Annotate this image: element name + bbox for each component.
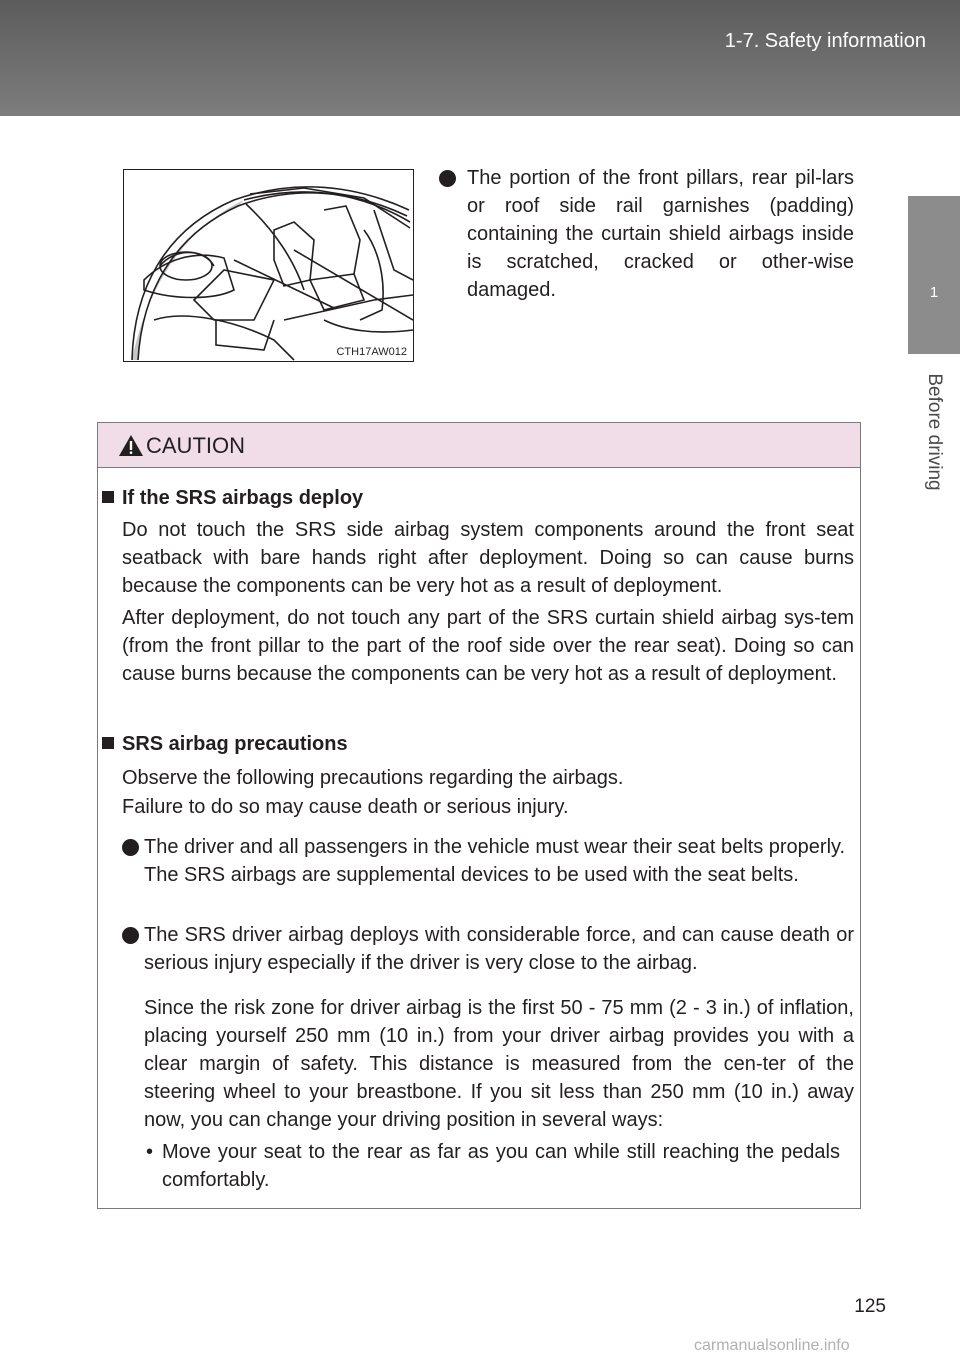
caution-title: CAUTION (146, 433, 245, 458)
top-bullet-text: The portion of the front pillars, rear p… (467, 167, 854, 301)
section-heading-airbags-deploy: If the SRS airbags deploy (102, 484, 858, 512)
intro-line: Failure to do so may cause death or seri… (122, 796, 569, 818)
chapter-number: 1 (929, 284, 939, 301)
paragraph: After deployment, do not touch any part … (122, 607, 854, 685)
car-interior-curtain-airbag-illustration (131, 186, 413, 361)
car-interior-illustration: CTH17AW012 (123, 169, 414, 362)
chapter-tab: 1 (908, 196, 960, 354)
section-heading-airbag-precautions: SRS airbag precautions (102, 730, 858, 758)
list-item: The driver and all passengers in the veh… (122, 833, 854, 889)
square-bullet-icon (102, 737, 114, 749)
caution-box: CAUTION If the SRS airbags deploy Do not… (97, 422, 861, 1209)
section-title: 1-7. Safety information (724, 30, 926, 52)
sub-list-item: • Move your seat to the rear as far as y… (144, 1138, 854, 1194)
illustration-code: CTH17AW012 (334, 346, 409, 358)
page-number: 125 (854, 1296, 886, 1317)
top-bullet-item: The portion of the front pillars, rear p… (439, 164, 854, 304)
watermark: carmanualsonline.info (694, 1337, 850, 1354)
bullet-dot-icon (122, 927, 139, 944)
bullet-dot-icon (439, 170, 456, 187)
bullet-dot-icon (122, 839, 139, 856)
page-header: 1-7. Safety information (0, 0, 960, 116)
square-bullet-icon (102, 491, 114, 503)
list-item: The SRS driver airbag deploys with consi… (122, 921, 854, 977)
intro-line: Observe the following precautions regard… (122, 767, 624, 789)
paragraph: Since the risk zone for driver airbag is… (144, 997, 854, 1131)
warning-triangle-icon (119, 435, 143, 456)
chapter-label: Before driving (924, 373, 945, 491)
sub-bullet-icon: • (146, 1141, 154, 1163)
caution-header: CAUTION (98, 423, 860, 468)
paragraph: Do not touch the SRS side airbag system … (122, 519, 854, 597)
